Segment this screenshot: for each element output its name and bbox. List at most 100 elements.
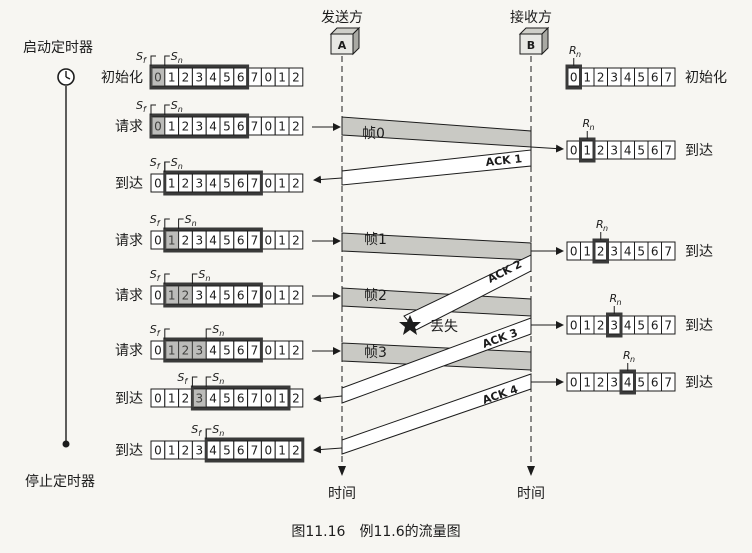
sender-cell [288, 340, 304, 360]
receiver-row-label: 到达 [685, 318, 713, 334]
sender-cell-number: 2 [182, 71, 190, 85]
sender-row-label: 到达 [115, 443, 143, 459]
receiver-cell [661, 315, 676, 335]
receiver-cell-number: 1 [583, 144, 591, 158]
sn-label-sub: n [178, 105, 183, 114]
frame-1-label: 帧1 [364, 232, 387, 248]
sender-cell-number: 4 [209, 177, 217, 191]
receiver-cell-number: 2 [597, 144, 605, 158]
lost-star-icon [399, 315, 421, 335]
receiver-cell-number: 5 [637, 319, 645, 333]
sn-label-sub: n [178, 56, 183, 65]
sn-label-sub: n [219, 377, 224, 386]
sender-cell-number: 7 [251, 289, 259, 303]
sender-cell-number: 4 [209, 444, 217, 458]
sender-cell-number: 1 [278, 444, 286, 458]
receiver-cell-number: 5 [637, 144, 645, 158]
sender-cell-number: 5 [223, 71, 231, 85]
sender-cell-number: 2 [182, 289, 190, 303]
sender-cell-number: 0 [264, 71, 272, 85]
sf-pointer [150, 55, 156, 66]
sender-cell-number: 0 [264, 120, 272, 134]
sn-pointer [178, 218, 184, 229]
sender-cell-number: 1 [168, 120, 176, 134]
sn-pointer [164, 161, 170, 172]
receiver-cell-number: 3 [610, 71, 618, 85]
rn-label-sub: n [590, 123, 595, 132]
sn-pointer [205, 328, 212, 339]
sender-cell-number: 7 [251, 120, 259, 134]
sn-label-text: S [171, 99, 178, 112]
sf-label-text: S [150, 213, 157, 226]
sender-cell-number: 0 [154, 234, 162, 248]
receiver-cell-number: 7 [664, 71, 672, 85]
receiver-cell-number: 2 [597, 319, 605, 333]
sender-cell-number: 5 [223, 444, 231, 458]
sender-cell-number: 2 [292, 234, 300, 248]
sender-window-frame [163, 337, 263, 363]
receiver-cell-number: 2 [597, 71, 605, 85]
sender-cell-number: 2 [182, 234, 190, 248]
sender-window-frame [163, 170, 263, 196]
receiver-row-label: 到达 [685, 375, 713, 391]
ack-3-band [313, 317, 532, 404]
sender-cell-number: 0 [154, 344, 162, 358]
sn-label-sub: n [178, 162, 183, 171]
sf-pointer [150, 104, 156, 115]
sender-cell-number: 1 [278, 71, 286, 85]
sender-cell [288, 116, 304, 136]
sn-pointer [205, 428, 212, 439]
sender-window-frame [149, 64, 250, 90]
receiver-cell-number: 3 [610, 245, 618, 259]
receiver-cell-number: 4 [624, 376, 632, 390]
sender-cell-number: 1 [168, 289, 176, 303]
sender-cell-number: 7 [251, 71, 259, 85]
sender-cell-number: 6 [237, 392, 245, 406]
receiver-cell-number: 3 [610, 144, 618, 158]
receiver-cell-number: 5 [637, 245, 645, 259]
sf-pointer [164, 218, 170, 229]
sender-outstanding [151, 68, 165, 86]
clock-icon [57, 68, 75, 86]
sn-label-text: S [212, 371, 219, 384]
sender-time-arrow [338, 466, 346, 476]
station-a-box: A [329, 26, 361, 56]
receiver-cell-number: 6 [651, 144, 659, 158]
sender-time-label: 时间 [328, 486, 356, 502]
sender-cell-number: 0 [154, 71, 162, 85]
sf-pointer [191, 376, 198, 387]
receiver-cell-number: 6 [651, 245, 659, 259]
sender-cell-number: 6 [237, 344, 245, 358]
sf-label-text: S [150, 156, 157, 169]
receiver-cell-number: 2 [597, 245, 605, 259]
sn-label-text: S [171, 50, 178, 63]
sender-cell-number: 1 [278, 120, 286, 134]
sender-cell-number: 1 [168, 444, 176, 458]
receiver-cell-number: 4 [624, 144, 632, 158]
sender-cell-number: 7 [251, 444, 259, 458]
receiver-row-label: 到达 [685, 143, 713, 159]
receiver-time-label: 时间 [517, 486, 545, 502]
sender-row-label: 请求 [115, 343, 143, 359]
sender-row-label: 到达 [115, 176, 143, 192]
sender-cell-number: 4 [209, 120, 217, 134]
sender-cell-number: 2 [292, 177, 300, 191]
sender-cell-number: 3 [195, 120, 203, 134]
sender-cell-number: 1 [168, 177, 176, 191]
receiver-cell-number: 5 [637, 376, 645, 390]
sender-cell-number: 0 [264, 177, 272, 191]
sender-cell-number: 1 [168, 234, 176, 248]
sender-row-label: 请求 [115, 233, 143, 249]
sender-cell-number: 3 [195, 392, 203, 406]
